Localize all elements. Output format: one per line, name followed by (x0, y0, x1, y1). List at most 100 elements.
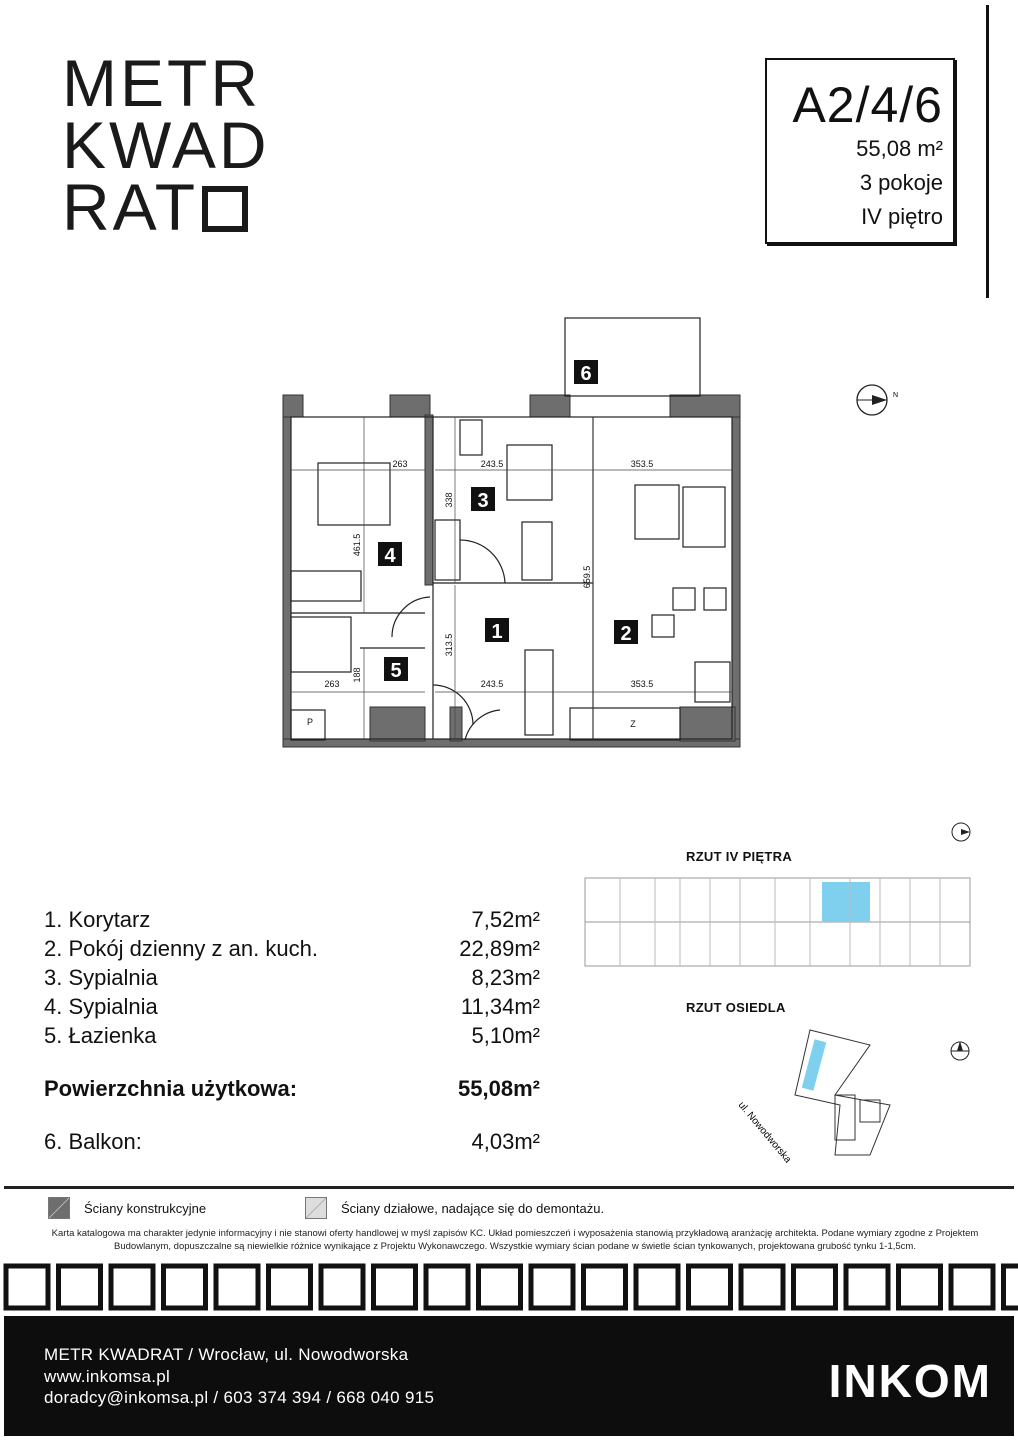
footer-website-link[interactable]: www.inkomsa.pl (44, 1366, 171, 1386)
compass-icon (951, 822, 971, 842)
legend-label: Ściany działowe, nadające się do demonta… (341, 1200, 605, 1216)
footer-contact[interactable]: doradcy@inkomsa.pl / 603 374 394 / 668 0… (44, 1388, 435, 1407)
dim-label: 338 (444, 492, 454, 507)
band-square (581, 1263, 628, 1311)
wall (449, 706, 463, 742)
wall (731, 394, 741, 748)
band-square (791, 1263, 838, 1311)
band-square (686, 1263, 733, 1311)
room-area: 5,10m² (471, 1023, 540, 1048)
dim-label: 188 (352, 667, 362, 682)
band-square (266, 1263, 313, 1311)
structural-wall-swatch (48, 1197, 70, 1219)
dim-label: 243.5 (481, 459, 504, 469)
floor-plan-title: RZUT IV PIĘTRA (686, 849, 793, 864)
band-square (476, 1263, 523, 1311)
legend-partition: Ściany działowe, nadające się do demonta… (305, 1197, 604, 1219)
wall (389, 394, 431, 418)
wall (679, 706, 736, 742)
building-highlight (801, 1039, 827, 1091)
unit-floor: IV piętro (861, 204, 943, 229)
dim-label: 263 (392, 459, 407, 469)
band-square (56, 1263, 103, 1311)
room-name: 4. Sypialnia (44, 994, 158, 1019)
wall (282, 394, 304, 418)
band-square (1001, 1263, 1018, 1311)
divider (986, 5, 989, 298)
room-name: 2. Pokój dzienny z an. kuch. (44, 936, 318, 961)
room-number: 4 (384, 545, 396, 567)
room-number: 2 (620, 623, 631, 645)
dim-label: 659.5 (582, 566, 592, 589)
north-compass-icon (950, 1041, 970, 1061)
dim-label: 243.5 (481, 679, 504, 689)
room-number: 3 (477, 490, 488, 512)
dim-label: 263 (324, 679, 339, 689)
balcony-row: 6. Balkon:4,03m² (44, 1127, 540, 1156)
fixture-label: P (307, 717, 313, 727)
wall (669, 394, 741, 418)
room-number: 5 (390, 660, 401, 682)
list-item: 5. Łazienka 5,10m² (44, 1021, 540, 1050)
footer: METR KWADRAT / Wrocław, ul. Nowodworska … (4, 1316, 1014, 1436)
band-square (213, 1263, 261, 1311)
band-square (108, 1263, 156, 1311)
wall (282, 394, 292, 748)
usable-area-row: Powierzchnia użytkowa: 55,08m² (44, 1074, 540, 1103)
logo-square-icon (202, 186, 249, 232)
band-square (528, 1263, 576, 1311)
divider (4, 1186, 1014, 1189)
wall (424, 414, 434, 586)
room-name: 1. Korytarz (44, 907, 151, 932)
partition-wall-swatch (305, 1197, 327, 1219)
decorative-band (3, 1263, 1018, 1311)
logo-line: METR (62, 46, 261, 120)
unit-info-box: A2/4/6 55,08 m² 3 pokoje IV piętro (765, 58, 955, 244)
compass-label: N (893, 392, 898, 399)
legend-label: Ściany konstrukcyjne (84, 1200, 207, 1216)
unit-highlight (822, 882, 870, 922)
band-square (161, 1263, 208, 1311)
dim-label: 353.5 (631, 459, 654, 469)
unit-rooms: 3 pokoje (859, 170, 943, 195)
band-square (3, 1263, 51, 1311)
band-square (371, 1263, 418, 1311)
balcony (564, 317, 701, 397)
dim-label: 353.5 (631, 679, 654, 689)
fixture-label: Z (630, 719, 636, 729)
usable-area: 55,08m² (458, 1076, 540, 1101)
room-area: 11,34m² (460, 994, 540, 1019)
wall (369, 706, 426, 742)
unit-code: A2/4/6 (792, 77, 943, 133)
logo-line: KWAD (62, 108, 270, 182)
dim-label: 313.5 (444, 634, 454, 657)
compass-icon: N (856, 384, 898, 416)
floor-plan: 263 461.5 243.5 338 353.5 659.5 313.5 24… (282, 317, 741, 748)
site-plan-title: RZUT OSIEDLA (686, 1000, 786, 1015)
balcony-name: 6. Balkon: (44, 1129, 142, 1154)
unit-area: 55,08 m² (856, 136, 943, 161)
band-square (896, 1263, 943, 1311)
band-square (633, 1263, 681, 1311)
band-square (423, 1263, 471, 1311)
room-area: 22,89m² (459, 936, 540, 961)
wall (529, 394, 571, 418)
list-item: 3. Sypialnia 8,23m² (44, 963, 540, 992)
logo: METR KWAD RAT (62, 46, 270, 240)
inkom-logo: INKOM (828, 1355, 992, 1407)
band-square (843, 1263, 891, 1311)
room-name: 3. Sypialnia (44, 965, 158, 990)
legend-structural: Ściany konstrukcyjne (48, 1197, 206, 1219)
list-item: 2. Pokój dzienny z an. kuch. 22,89m² (44, 934, 540, 963)
footer-address: METR KWADRAT / Wrocław, ul. Nowodworska (44, 1345, 409, 1364)
room-area: 8,23m² (471, 965, 540, 990)
logo-line: RAT (62, 170, 199, 244)
room-name: 5. Łazienka (44, 1023, 157, 1048)
room-number: 6 (580, 363, 591, 385)
list-item: 4. Sypialnia 11,34m² (44, 992, 540, 1021)
usable-label: Powierzchnia użytkowa: (44, 1076, 298, 1101)
building-floor-map (584, 877, 971, 967)
street-label: ul. Nowodworska (736, 1100, 794, 1166)
